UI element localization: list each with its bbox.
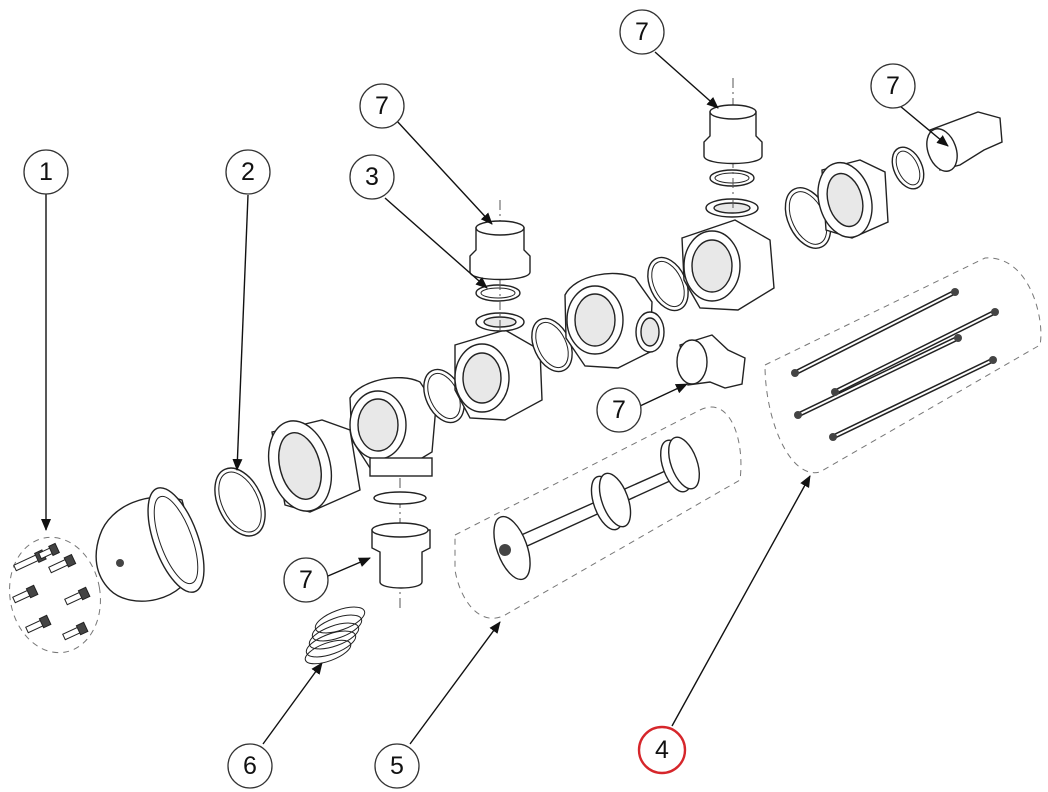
callout-7-top-center: 7 <box>619 9 665 55</box>
svg-text:7: 7 <box>886 72 900 100</box>
callout-4-highlighted: 4 <box>637 725 687 775</box>
side-fitting <box>676 334 746 389</box>
end-cap-part <box>95 487 205 602</box>
svg-text:4: 4 <box>655 736 669 764</box>
flange-right <box>817 159 889 239</box>
o-ring-part-e <box>891 146 925 190</box>
o-ring-part-3 <box>475 284 521 302</box>
o-ring-part-2 <box>214 467 266 537</box>
flange-adapter-part <box>267 419 361 513</box>
callout-7-side: 7 <box>596 387 642 433</box>
valve-body-center <box>564 272 665 369</box>
valve-body-left <box>349 376 437 477</box>
svg-text:7: 7 <box>375 92 389 120</box>
upper-fitting-right <box>703 78 763 215</box>
valve-body-right-tee <box>681 198 775 311</box>
spring-part <box>304 606 366 665</box>
svg-text:7: 7 <box>612 396 626 424</box>
tie-rod-set-part <box>764 257 1042 474</box>
svg-text:7: 7 <box>299 566 313 594</box>
callout-1: 1 <box>23 149 69 195</box>
callout-7-top-right: 7 <box>870 63 916 109</box>
lower-fitting-part <box>371 478 431 610</box>
svg-text:1: 1 <box>39 158 53 186</box>
valve-body-tee <box>454 312 543 421</box>
callout-3: 3 <box>349 154 395 200</box>
o-ring-upper-right <box>709 169 755 187</box>
callout-6: 6 <box>227 743 273 789</box>
svg-text:5: 5 <box>390 752 404 780</box>
callout-7-upper-left: 7 <box>359 83 405 129</box>
leader-lines <box>41 51 949 745</box>
svg-text:7: 7 <box>635 18 649 46</box>
bolt-set-part <box>9 536 101 654</box>
o-ring-part-c <box>647 256 689 312</box>
callout-7-lower: 7 <box>283 557 329 603</box>
svg-text:6: 6 <box>243 752 257 780</box>
svg-text:2: 2 <box>241 158 255 186</box>
callout-2: 2 <box>225 149 271 195</box>
o-ring-part-b <box>531 317 573 373</box>
upper-fitting-left <box>469 200 531 330</box>
end-fitting-right <box>926 111 1003 172</box>
callout-5: 5 <box>374 743 420 789</box>
svg-text:3: 3 <box>365 163 379 191</box>
piston-assembly-part <box>454 406 742 619</box>
